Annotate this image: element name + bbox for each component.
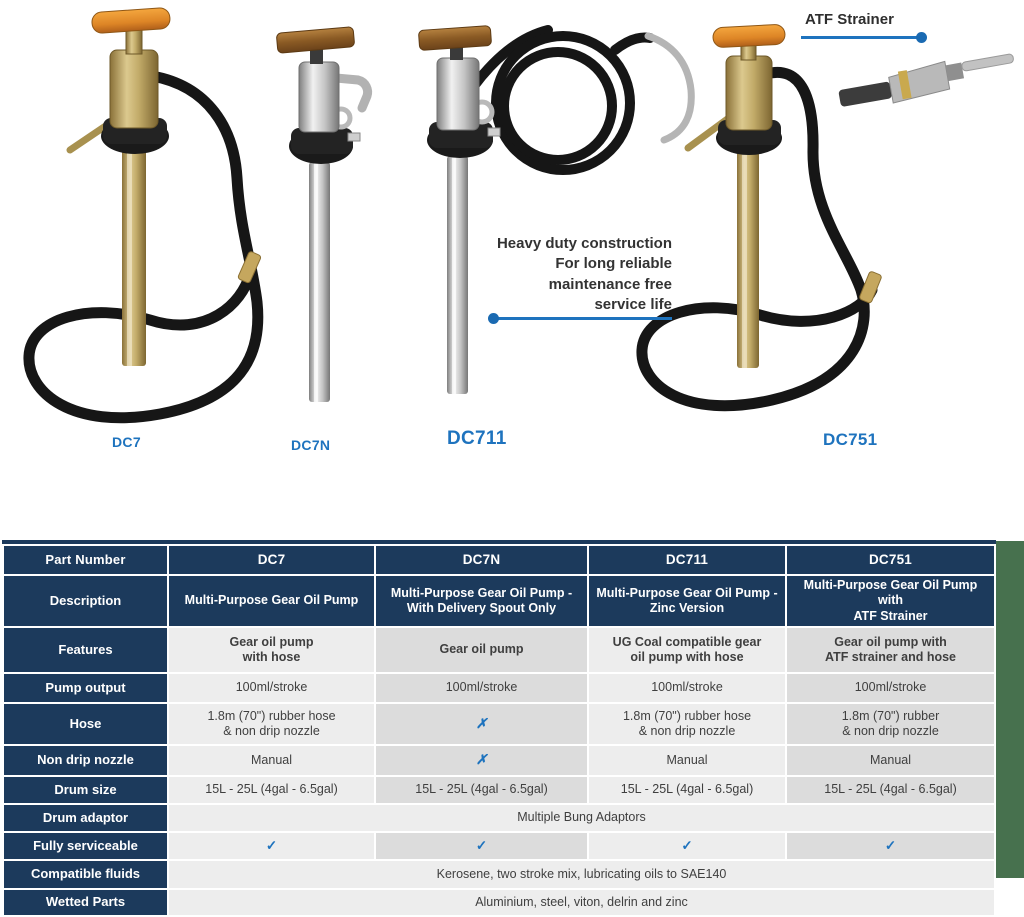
dc711-pump-body (436, 57, 480, 131)
table-row: Hose 1.8m (70") rubber hose & non drip n… (4, 703, 994, 744)
table-row: Pump output 100ml/stroke 100ml/stroke 10… (4, 673, 994, 702)
cell-nozzle-dc7n-cross-icon: ✗ (376, 745, 587, 775)
pump-photo-dc751 (636, 24, 1014, 412)
cell-hose-dc7: 1.8m (70") rubber hose & non drip nozzle (169, 703, 374, 744)
cell-wetted-parts-all: Aluminium, steel, viton, delrin and zinc (169, 889, 994, 915)
table-top-border (2, 540, 996, 544)
spec-table: Part Number DC7 DC7N DC711 DC751 Descrip… (2, 540, 996, 917)
product-photos (23, 7, 1014, 424)
pump-photo-dc7 (23, 7, 264, 424)
cell-features-dc7n: Gear oil pump (376, 627, 587, 672)
product-label-dc7: DC7 (112, 434, 141, 450)
atf-strainer-label: ATF Strainer (805, 11, 894, 28)
cell-nozzle-dc751: Manual (787, 745, 994, 775)
cell-nozzle-dc7: Manual (169, 745, 374, 775)
row-label-compatible-fluids: Compatible fluids (4, 860, 167, 888)
cell-serviceable-dc751-check-icon: ✓ (787, 832, 994, 859)
product-label-dc711: DC711 (447, 428, 507, 449)
pump-photo-dc711 (418, 25, 695, 394)
cell-serviceable-dc7n-check-icon: ✓ (376, 832, 587, 859)
dc7n-delivery-spout (331, 73, 373, 113)
dc751-suction-tube (737, 150, 759, 368)
table-row: Drum adaptor Multiple Bung Adaptors (4, 804, 994, 831)
atf-strainer-arrow-line (801, 36, 923, 39)
dc751-pump-body (725, 55, 773, 131)
dc751-hose-ferrule (859, 271, 882, 304)
row-label-drum-adaptor: Drum adaptor (4, 804, 167, 831)
cell-description-dc751: Multi-Purpose Gear Oil Pump with ATF Str… (787, 576, 994, 626)
col-header-dc711: DC711 (589, 546, 785, 574)
heavy-duty-annotation: Heavy duty construction For long reliabl… (496, 235, 672, 313)
atf-strainer-arrow-dot (916, 32, 927, 43)
table-row: Part Number DC7 DC7N DC711 DC751 (4, 546, 994, 574)
cell-drum-size-dc7: 15L - 25L (4gal - 6.5gal) (169, 776, 374, 803)
cell-pump-output-dc7n: 100ml/stroke (376, 673, 587, 702)
cell-serviceable-dc711-check-icon: ✓ (589, 832, 785, 859)
cell-drum-size-dc751: 15L - 25L (4gal - 6.5gal) (787, 776, 994, 803)
row-label-non-drip-nozzle: Non drip nozzle (4, 745, 167, 775)
table-row: Features Gear oil pump with hose Gear oi… (4, 627, 994, 672)
row-label-features: Features (4, 627, 167, 672)
cell-drum-size-dc7n: 15L - 25L (4gal - 6.5gal) (376, 776, 587, 803)
table-row: Description Multi-Purpose Gear Oil Pump … (4, 576, 994, 626)
product-label-dc7n: DC7N (291, 437, 331, 453)
dc7-hose-ferrule (237, 251, 262, 284)
dc751-t-handle (712, 24, 786, 48)
dc7n-pump-body (298, 61, 340, 133)
heavy-duty-arrow-line (492, 317, 672, 320)
cell-features-dc7: Gear oil pump with hose (169, 627, 374, 672)
cell-compatible-fluids-all: Kerosene, two stroke mix, lubricating oi… (169, 860, 994, 888)
cell-features-dc751: Gear oil pump with ATF strainer and hose (787, 627, 994, 672)
row-label-description: Description (4, 576, 167, 626)
row-label-fully-serviceable: Fully serviceable (4, 832, 167, 859)
cell-drum-size-dc711: 15L - 25L (4gal - 6.5gal) (589, 776, 785, 803)
cell-features-dc711: UG Coal compatible gear oil pump with ho… (589, 627, 785, 672)
dc751-hose (636, 66, 878, 412)
cell-pump-output-dc751: 100ml/stroke (787, 673, 994, 702)
dc7-suction-tube (122, 146, 146, 366)
cell-description-dc711: Multi-Purpose Gear Oil Pump - Zinc Versi… (589, 576, 785, 626)
heavy-duty-arrow-dot (488, 313, 499, 324)
table-row: Wetted Parts Aluminium, steel, viton, de… (4, 889, 994, 915)
col-header-dc751: DC751 (787, 546, 994, 574)
table-row: Drum size 15L - 25L (4gal - 6.5gal) 15L … (4, 776, 994, 803)
page-background-strip (996, 541, 1024, 878)
cell-hose-dc7n-cross-icon: ✗ (376, 703, 587, 744)
row-label-drum-size: Drum size (4, 776, 167, 803)
dc7-pump-body (109, 49, 159, 129)
dc711-hose-coil (491, 31, 635, 175)
cell-pump-output-dc7: 100ml/stroke (169, 673, 374, 702)
cell-description-dc7n: Multi-Purpose Gear Oil Pump - With Deliv… (376, 576, 587, 626)
dc7n-thumbscrew (347, 132, 361, 142)
cell-description-dc7: Multi-Purpose Gear Oil Pump (169, 576, 374, 626)
atf-strainer-photo (838, 53, 1014, 107)
dc7n-t-handle (276, 26, 355, 54)
cell-serviceable-dc7-check-icon: ✓ (169, 832, 374, 859)
cell-drum-adaptor-all: Multiple Bung Adaptors (169, 804, 994, 831)
cell-nozzle-dc711: Manual (589, 745, 785, 775)
dc711-metal-nozzle (644, 32, 695, 144)
dc7-hose (23, 70, 264, 424)
col-header-dc7n: DC7N (376, 546, 587, 574)
product-label-dc751: DC751 (823, 430, 878, 449)
table-row: Non drip nozzle Manual ✗ Manual Manual (4, 745, 994, 775)
row-label-wetted-parts: Wetted Parts (4, 889, 167, 915)
dc7-t-handle (91, 7, 171, 34)
cell-hose-dc751: 1.8m (70") rubber & non drip nozzle (787, 703, 994, 744)
cell-pump-output-dc711: 100ml/stroke (589, 673, 785, 702)
dc7n-suction-tube (309, 162, 330, 402)
cell-hose-dc711: 1.8m (70") rubber hose & non drip nozzle (589, 703, 785, 744)
row-label-pump-output: Pump output (4, 673, 167, 702)
dc711-t-handle (418, 25, 492, 51)
table-row: Fully serviceable ✓ ✓ ✓ ✓ (4, 832, 994, 859)
table-row: Compatible fluids Kerosene, two stroke m… (4, 860, 994, 888)
col-header-dc7: DC7 (169, 546, 374, 574)
row-label-part-number: Part Number (4, 546, 167, 574)
pump-photo-dc7n (276, 26, 373, 402)
row-label-hose: Hose (4, 703, 167, 744)
